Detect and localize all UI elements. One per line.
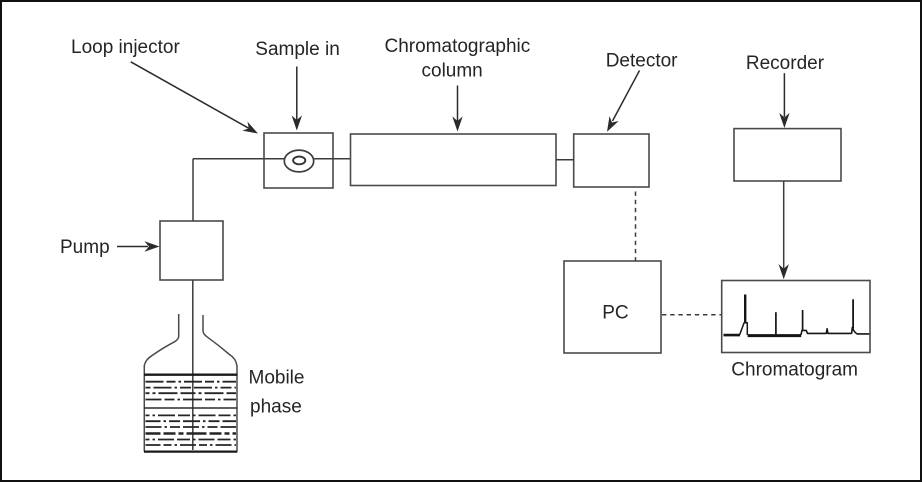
svg-text:phase: phase: [250, 397, 302, 418]
svg-text:PC: PC: [602, 303, 628, 324]
svg-text:Loop injector: Loop injector: [71, 37, 180, 58]
svg-text:Chromatogram: Chromatogram: [731, 360, 858, 381]
svg-text:column: column: [422, 61, 483, 82]
svg-text:Detector: Detector: [606, 51, 678, 72]
svg-text:Sample in: Sample in: [255, 39, 339, 60]
svg-text:Recorder: Recorder: [746, 53, 825, 74]
svg-text:Chromatographic: Chromatographic: [385, 36, 531, 57]
svg-text:Mobile: Mobile: [249, 368, 305, 389]
svg-text:Pump: Pump: [60, 237, 110, 258]
